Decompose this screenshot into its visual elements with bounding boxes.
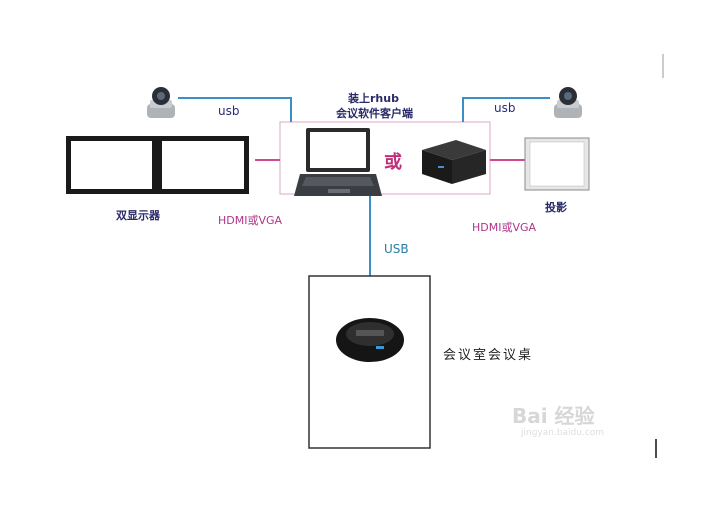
hdmi-label-left: HDMI或VGA <box>218 214 283 227</box>
speakerphone-icon <box>336 318 404 362</box>
usb-label-left: usb <box>218 104 240 118</box>
client-box <box>279 121 491 195</box>
usb-label-bottom: USB <box>384 242 409 256</box>
client-label-line1: 装上rhub <box>348 92 399 105</box>
usb-line-left <box>178 97 292 122</box>
mini-pc-icon <box>422 140 486 184</box>
dual-monitor-icon <box>66 136 249 194</box>
laptop-icon <box>294 128 382 196</box>
projector-screen-icon <box>524 137 590 191</box>
dual-display-label: 双显示器 <box>116 209 160 222</box>
conference-table <box>308 275 431 449</box>
baidu-watermark: Bai 经验 <box>512 404 595 428</box>
usb-line-right <box>462 97 550 122</box>
or-label: 或 <box>384 152 402 173</box>
usb-label-right: usb <box>494 101 516 115</box>
hdmi-label-right: HDMI或VGA <box>472 221 537 234</box>
projector-label: 投影 <box>545 201 567 214</box>
conference-table-label: 会议室会议桌 <box>443 348 534 363</box>
ptz-camera-left-icon <box>147 87 175 118</box>
client-label-line2: 会议软件客户端 <box>336 107 413 120</box>
ptz-camera-right-icon <box>554 87 582 118</box>
watermark-url: jingyan.baidu.com <box>521 428 605 438</box>
